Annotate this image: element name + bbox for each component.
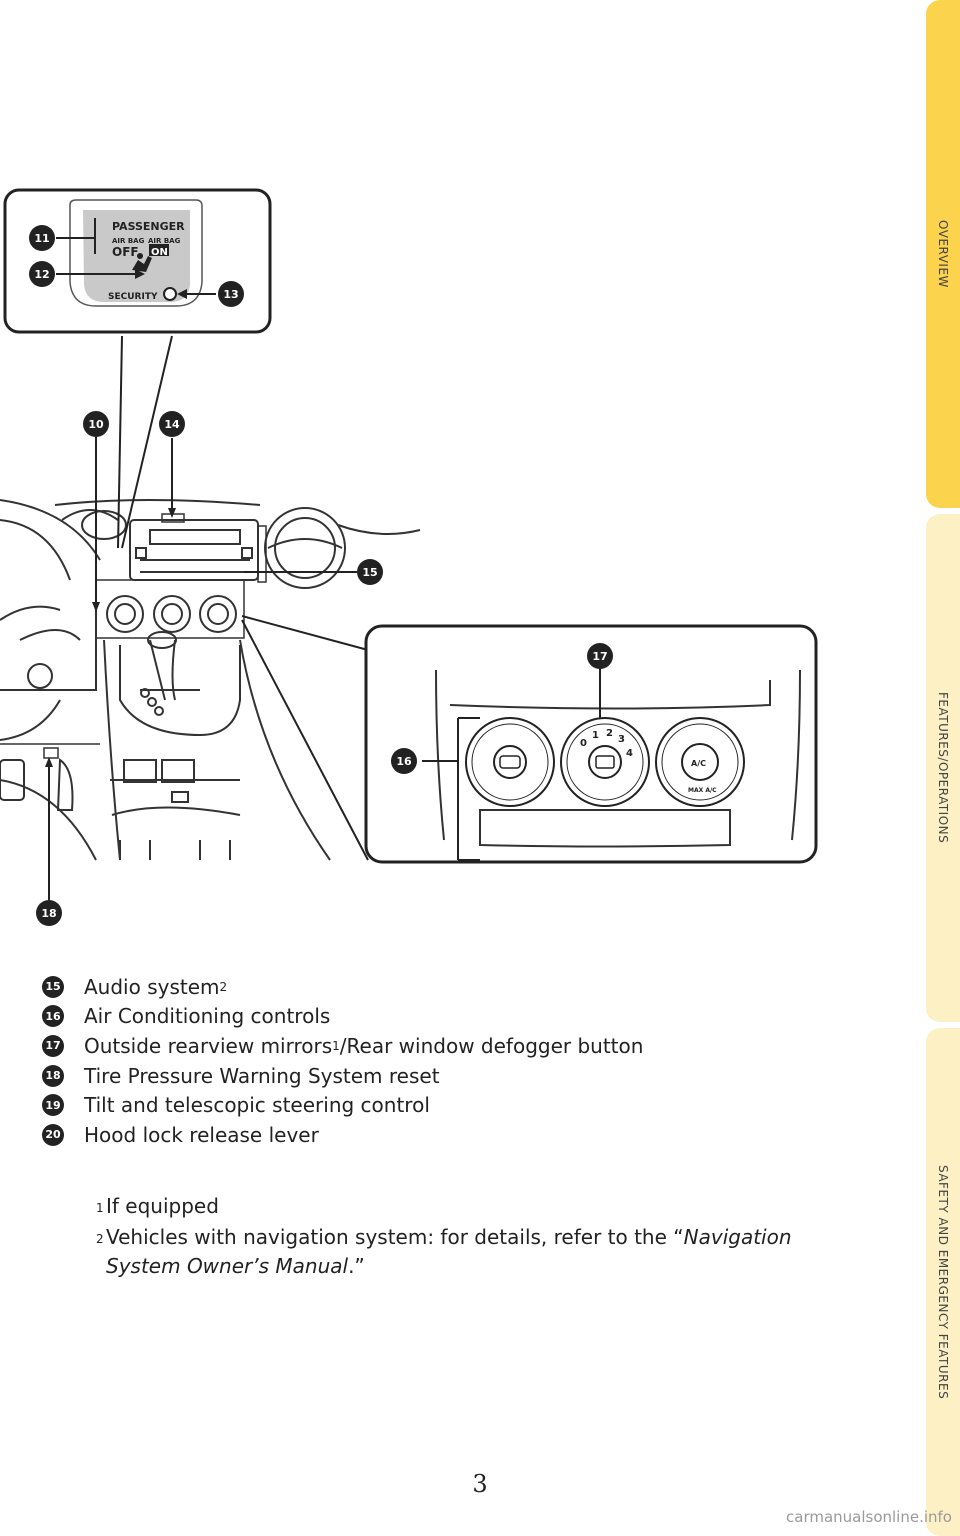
callout-12-label: 12	[34, 268, 49, 281]
airbag-off-indicator: OFF	[112, 245, 139, 259]
footnote-1: 1 If equipped	[96, 1194, 219, 1218]
legend-badge: 18	[42, 1064, 64, 1087]
tab-safety-emergency[interactable]	[926, 1028, 960, 1536]
airbag-off-label-top: AIR BAG	[112, 237, 145, 245]
fan-speed-4: 4	[626, 748, 633, 759]
legend-item-tire-pressure: 18 Tire Pressure Warning System reset	[42, 1061, 882, 1091]
callout-18-label: 18	[41, 907, 56, 920]
max-ac-label: MAX A/C	[688, 787, 717, 794]
callout-14-label: 14	[164, 418, 180, 431]
legend-badge: 20	[42, 1123, 64, 1146]
footnote-2: 2 Vehicles with navigation system: for d…	[96, 1225, 792, 1278]
callout-17-label: 17	[592, 650, 607, 663]
passenger-indicator-inset	[3, 188, 272, 334]
passenger-label: PASSENGER	[112, 220, 185, 233]
fan-speed-3: 3	[618, 734, 625, 745]
callout-11-label: 11	[34, 232, 49, 245]
footnotes: 1 If equipped 2 Vehicles with navigation…	[96, 1192, 866, 1281]
ac-button-label: A/C	[691, 759, 706, 768]
tab-overview-label: OVERVIEW	[936, 220, 950, 288]
legend-item-tilt-steering: 19 Tilt and telescopic steering control	[42, 1090, 882, 1120]
legend-item-hood-release: 20 Hood lock release lever	[42, 1120, 882, 1150]
dashboard-drawing	[0, 499, 421, 861]
legend-badge: 17	[42, 1034, 64, 1057]
airbag-on-label-top: AIR BAG	[148, 237, 181, 245]
legend-badge: 19	[42, 1094, 64, 1117]
tab-features-operations[interactable]	[926, 514, 960, 1022]
callout-13-label: 13	[223, 288, 238, 301]
callout-15-label: 15	[362, 566, 377, 579]
legend-badge: 16	[42, 1005, 64, 1028]
climate-control-inset	[364, 624, 818, 864]
fan-speed-2: 2	[606, 728, 613, 739]
callout-10-label: 10	[88, 418, 104, 431]
fan-speed-1: 1	[592, 730, 599, 741]
fan-speed-0: 0	[580, 738, 587, 749]
tab-safety-emergency-label: SAFETY AND EMERGENCY FEATURES	[936, 1164, 950, 1400]
tab-features-operations-label: FEATURES/OPERATIONS	[936, 692, 950, 844]
security-label: SECURITY	[108, 292, 158, 302]
callout-16-label: 16	[396, 755, 412, 768]
legend-badge: 15	[42, 975, 64, 998]
page-number: 3	[472, 1470, 488, 1498]
watermark: carmanualsonline.info	[786, 1508, 952, 1526]
tab-overview[interactable]	[926, 0, 960, 508]
airbag-on-indicator: ON	[151, 247, 168, 258]
legend-item-air-conditioning: 16 Air Conditioning controls	[42, 1002, 882, 1032]
